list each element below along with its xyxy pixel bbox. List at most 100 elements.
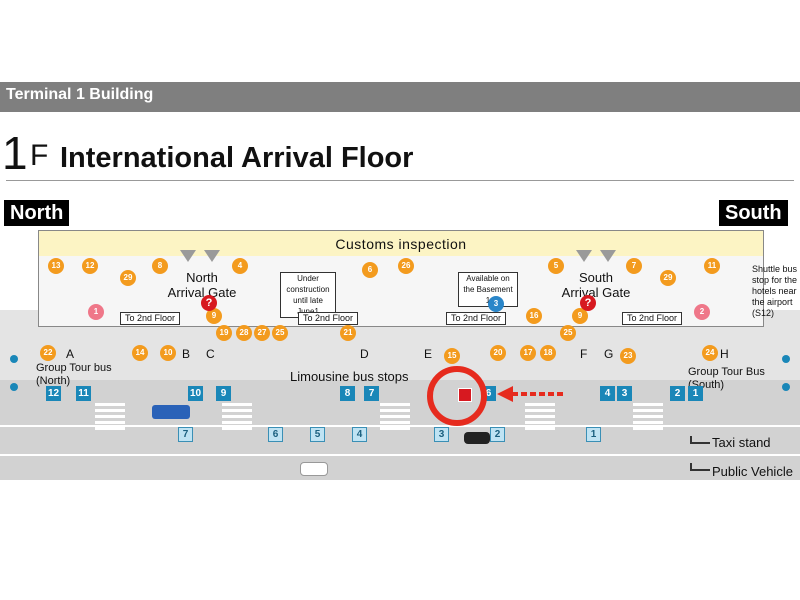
gate-d-label: D xyxy=(360,347,369,361)
lane-divider xyxy=(0,454,800,456)
information-icon: ? xyxy=(580,295,596,311)
south-label: South xyxy=(719,200,788,226)
facility-number: 20 xyxy=(490,345,506,361)
public-vehicle-label: Public Vehicle xyxy=(712,464,793,479)
facility-number: 12 xyxy=(82,258,98,274)
information-icon: ? xyxy=(201,295,217,311)
facility-number: 29 xyxy=(120,270,136,286)
arrival-arrow-icon xyxy=(180,250,196,262)
to-2nd-floor-sign: To 2nd Floor xyxy=(446,312,506,325)
facility-number: 10 xyxy=(160,345,176,361)
facility-number: 19 xyxy=(216,325,232,341)
gate-f-label: F xyxy=(580,347,588,361)
lane-stop-number: 4 xyxy=(352,427,367,442)
road-area xyxy=(0,380,800,480)
highlight-circle xyxy=(427,366,487,426)
taxi-icon xyxy=(464,432,490,444)
car-icon xyxy=(300,462,328,476)
limousine-bus-stops-label: Limousine bus stops xyxy=(290,369,409,384)
bus-stop-pole-icon xyxy=(782,383,790,391)
facility-number: 29 xyxy=(660,270,676,286)
facility-number: 4 xyxy=(232,258,248,274)
title-divider xyxy=(6,180,794,181)
gate-a-label: A xyxy=(66,347,75,361)
facility-number: 16 xyxy=(526,308,542,324)
facility-number: 2 xyxy=(694,304,710,320)
facility-number: 26 xyxy=(398,258,414,274)
facility-number: 13 xyxy=(48,258,64,274)
taxi-pointer-icon xyxy=(690,436,710,444)
bus-stop-number: 12 xyxy=(46,386,61,401)
south-arrival-gate-label: South Arrival Gate xyxy=(561,270,631,300)
facility-number: 9 xyxy=(206,308,222,324)
crosswalk xyxy=(633,400,663,430)
building-header-bar xyxy=(0,82,800,112)
facility-number: 27 xyxy=(254,325,270,341)
taxi-stand-label: Taxi stand xyxy=(712,435,771,450)
public-pointer-icon xyxy=(690,463,710,471)
gate-e-label: E xyxy=(424,347,433,361)
facility-number: 3 xyxy=(488,296,504,312)
group-tour-bus-north-label: Group Tour bus (North) xyxy=(36,362,112,387)
bus-stop-number: 1 xyxy=(688,386,703,401)
facility-number: 11 xyxy=(704,258,720,274)
bus-stop-number: 4 xyxy=(600,386,615,401)
gate-b-label: B xyxy=(182,347,191,361)
crosswalk xyxy=(95,400,125,430)
building-title: Terminal 1 Building xyxy=(6,86,154,103)
facility-number: 6 xyxy=(362,262,378,278)
facility-number: 15 xyxy=(444,348,460,364)
north-arrival-gate-label: North Arrival Gate xyxy=(167,270,237,300)
floor-letter: F xyxy=(30,139,49,172)
to-2nd-floor-sign: To 2nd Floor xyxy=(120,312,180,325)
highlight-arrow-icon xyxy=(497,386,513,402)
gate-c-label: C xyxy=(206,347,215,361)
bus-stop-number: 8 xyxy=(340,386,355,401)
arrival-arrow-icon xyxy=(204,250,220,262)
crosswalk xyxy=(525,400,555,430)
to-2nd-floor-sign: To 2nd Floor xyxy=(298,312,358,325)
bus-stop-pole-icon xyxy=(10,383,18,391)
bus-stop-number: 3 xyxy=(617,386,632,401)
facility-number: 22 xyxy=(40,345,56,361)
arrival-arrow-icon xyxy=(600,250,616,262)
lane-stop-number: 5 xyxy=(310,427,325,442)
lane-stop-number: 2 xyxy=(490,427,505,442)
bus-stop-number: 9 xyxy=(216,386,231,401)
north-label: North xyxy=(4,200,70,226)
facility-number: 14 xyxy=(132,345,148,361)
crosswalk xyxy=(380,400,410,430)
facility-number: 9 xyxy=(572,308,588,324)
shuttle-bus-note: Shuttle bus stop for the hotels near the… xyxy=(752,264,798,318)
highlighted-stop-icon xyxy=(458,388,472,402)
bus-stop-number: 7 xyxy=(364,386,379,401)
bus-stop-number: 10 xyxy=(188,386,203,401)
crosswalk xyxy=(222,400,252,430)
facility-number: 5 xyxy=(548,258,564,274)
facility-number: 18 xyxy=(540,345,556,361)
floor-title: International Arrival Floor xyxy=(60,142,414,174)
facility-number: 1 xyxy=(88,304,104,320)
facility-number: 7 xyxy=(626,258,642,274)
facility-number: 21 xyxy=(340,325,356,341)
bus-stop-number: 11 xyxy=(76,386,91,401)
to-2nd-floor-sign: To 2nd Floor xyxy=(622,312,682,325)
facility-number: 23 xyxy=(620,348,636,364)
lane-stop-number: 6 xyxy=(268,427,283,442)
facility-number: 24 xyxy=(702,345,718,361)
highlight-arrow-shaft xyxy=(512,392,564,396)
facility-number: 25 xyxy=(272,325,288,341)
gate-h-label: H xyxy=(720,347,729,361)
floor-number: 1 xyxy=(2,127,28,179)
lane-stop-number: 1 xyxy=(586,427,601,442)
facility-number: 28 xyxy=(236,325,252,341)
bus-stop-pole-icon xyxy=(782,355,790,363)
lane-stop-number: 3 xyxy=(434,427,449,442)
facility-number: 17 xyxy=(520,345,536,361)
bus-stop-pole-icon xyxy=(10,355,18,363)
arrival-arrow-icon xyxy=(576,250,592,262)
gate-g-label: G xyxy=(604,347,614,361)
bus-stop-number: 2 xyxy=(670,386,685,401)
bus-icon xyxy=(152,405,190,419)
lane-stop-number: 7 xyxy=(178,427,193,442)
